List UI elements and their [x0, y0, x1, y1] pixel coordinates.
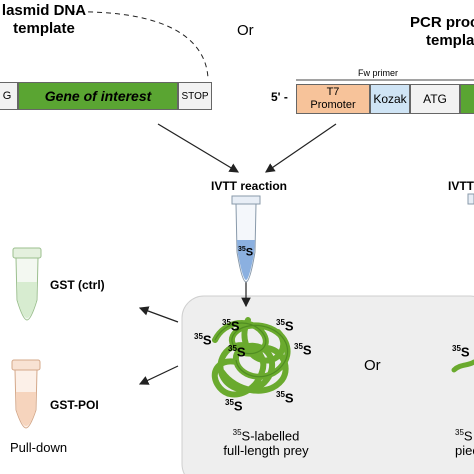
gst-poi-label: GST-POI — [50, 398, 99, 412]
prey-isotope-6-symbol: S — [284, 390, 294, 406]
or-top: Or — [237, 22, 254, 39]
pcr-title-line2: templa — [426, 32, 474, 49]
plasmid-title-line1: lasmid DNA — [1, 2, 87, 19]
ivtt-tube-right — [467, 193, 474, 205]
tube-isotope: 35S — [238, 246, 253, 259]
right-prey-caption-mass: 35 — [455, 428, 464, 437]
prey-isotope-3-symbol: S — [202, 332, 212, 348]
plasmid-dashed-arc — [69, 11, 209, 79]
prey-caption-mass: 35 — [232, 428, 242, 437]
tube-isotope-symbol: S — [245, 246, 254, 259]
prey-isotope-1: 35S — [222, 318, 240, 333]
atg-box: ATG — [410, 84, 460, 114]
gene-of-interest-box: Gene of interest — [18, 82, 178, 110]
ivtt-tube — [231, 195, 261, 283]
prey-isotope-6-mass: 35 — [276, 390, 285, 399]
t7-line2: Promoter — [310, 99, 356, 111]
right-gene-box — [460, 84, 474, 114]
ivtt-label: IVTT reaction — [211, 179, 288, 193]
prey-isotope-5-mass: 35 — [294, 342, 303, 351]
prey-isotope-5: 35S — [294, 342, 312, 357]
plasmid-title-line2: template — [13, 20, 75, 37]
right-isotope-mass: 35 — [452, 344, 461, 353]
prey-isotope-7-mass: 35 — [225, 398, 234, 407]
prey-panel — [181, 295, 474, 474]
ctrl-tube — [12, 247, 42, 321]
right-prey-caption-line2: piec — [455, 443, 474, 459]
kozak-box: Kozak — [370, 84, 410, 114]
plasmid-title: lasmid DNA template — [0, 2, 88, 38]
prey-isotope-4-symbol: S — [236, 344, 246, 360]
arrow-plasmid-to-ivtt — [157, 123, 240, 173]
prey-isotope-7: 35S — [225, 398, 243, 413]
pulldown-caption: Pull-down — [10, 440, 68, 455]
prey-isotope-1-symbol: S — [230, 318, 240, 334]
ivtt-label-right: IVTT — [448, 179, 474, 193]
arrow-to-ctrl — [138, 306, 179, 323]
prey-isotope-5-symbol: S — [302, 342, 312, 358]
stop-box: STOP — [178, 82, 212, 110]
pcr-title: PCR proc templa — [410, 14, 474, 50]
poi-tube — [11, 359, 41, 429]
prey-caption-line1: S-labelled — [241, 428, 300, 444]
tube-isotope-mass: 35 — [238, 246, 246, 253]
prey-caption-line2: full-length prey — [223, 443, 309, 459]
prey-isotope-3: 35S — [194, 332, 212, 347]
prey-tangle-dark — [214, 322, 289, 378]
t7-line1: T7 — [326, 86, 340, 98]
arrow-to-poi — [138, 365, 179, 385]
prey-isotope-3-mass: 35 — [194, 332, 203, 341]
prey-isotope-7-symbol: S — [233, 398, 243, 414]
gst-ctrl-label: GST (ctrl) — [50, 278, 105, 292]
prey-isotope-2-mass: 35 — [276, 318, 285, 327]
plasmid-start-segment: G — [0, 82, 18, 110]
prey-caption: 35S-labelled full-length prey — [216, 428, 316, 458]
right-prey-caption-line1: S — [463, 428, 473, 444]
arrow-pcr-to-ivtt — [265, 123, 337, 173]
right-isotope-symbol: S — [460, 344, 470, 360]
prey-isotope-1-mass: 35 — [222, 318, 231, 327]
right-isotope: 35S — [452, 344, 470, 359]
five-prime-label: 5' - — [271, 90, 288, 104]
or-middle: Or — [364, 357, 381, 374]
prey-isotope-2: 35S — [276, 318, 294, 333]
prey-isotope-2-symbol: S — [284, 318, 294, 334]
prey-isotope-4: 35S — [228, 344, 246, 359]
prey-fragment-right — [451, 359, 474, 373]
t7-promoter-box: T7 Promoter — [296, 84, 370, 114]
right-prey-caption: 35S piec — [455, 428, 474, 458]
prey-isotope-6: 35S — [276, 390, 294, 405]
pcr-title-line1: PCR proc — [410, 14, 474, 31]
fw-primer-label: Fw primer — [358, 68, 398, 78]
prey-isotope-4-mass: 35 — [228, 344, 237, 353]
